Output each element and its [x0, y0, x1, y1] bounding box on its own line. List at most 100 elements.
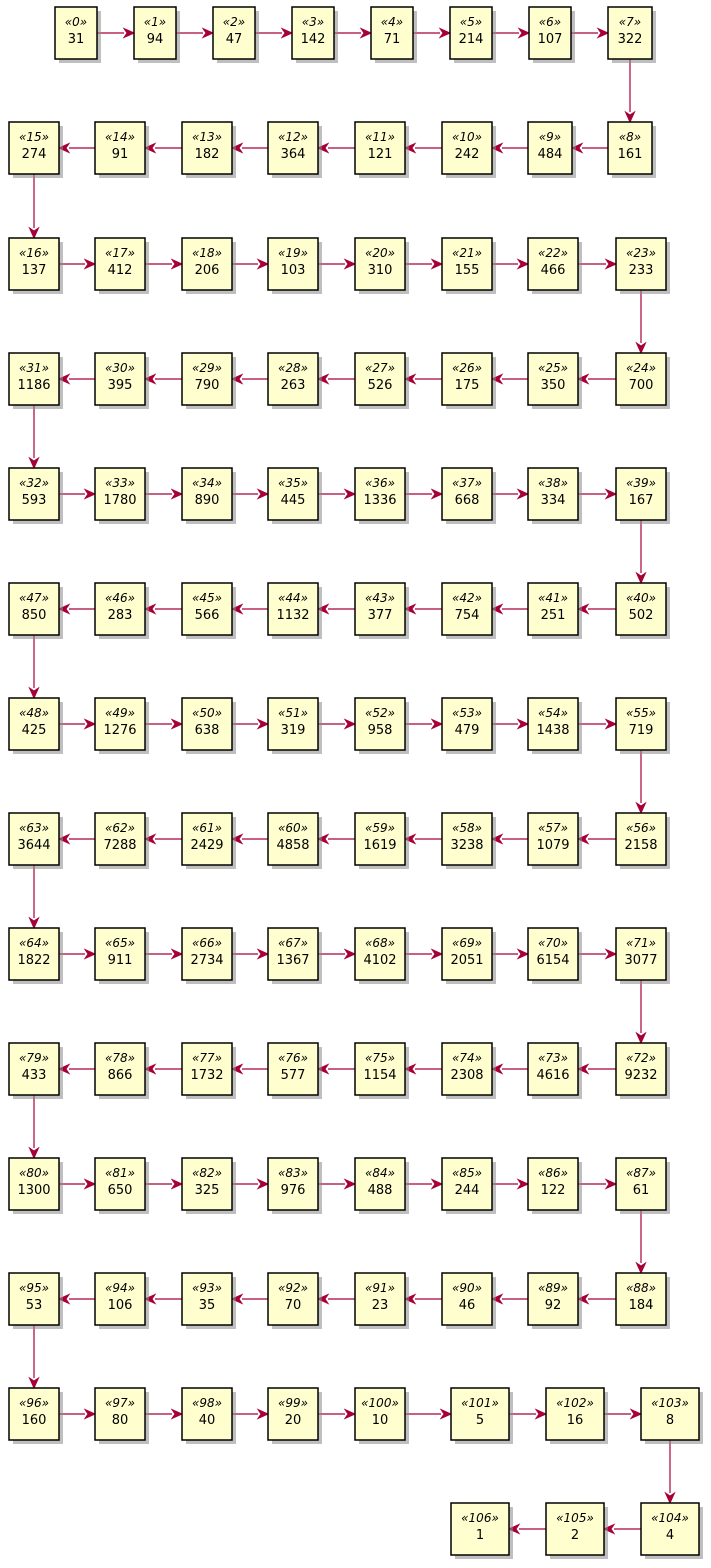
node-box: [640, 1387, 700, 1441]
sequence-node: «63»3644: [8, 812, 63, 869]
node-stereotype: «32»: [19, 476, 49, 490]
node-stereotype: «39»: [626, 476, 656, 490]
node-value: 8: [666, 1413, 674, 1428]
node-box: [181, 697, 233, 751]
flow-arrow: [576, 1063, 616, 1075]
flow-arrow: [635, 750, 647, 815]
node-box: [267, 697, 319, 751]
flow-arrow: [490, 142, 528, 154]
flow-arrow: [28, 174, 40, 240]
node-stereotype: «19»: [278, 246, 308, 260]
node-box: [527, 1272, 579, 1326]
arrow-head: [57, 373, 71, 385]
flow-arrow: [57, 373, 95, 385]
node-stereotype: «62»: [105, 821, 135, 835]
node-value: 20: [285, 1413, 302, 1428]
sequence-node: «95»53: [8, 1272, 63, 1329]
sequence-node: «62»7288: [94, 812, 149, 869]
sequence-node: «59»1619: [354, 812, 409, 869]
arrow-head: [490, 142, 504, 154]
node-stereotype: «56»: [626, 821, 656, 835]
sequence-node: «82»325: [181, 1157, 236, 1214]
node-stereotype: «23»: [626, 246, 656, 260]
node-stereotype: «9»: [539, 130, 561, 144]
node-box: [441, 352, 493, 406]
arrow-head: [28, 226, 40, 240]
flow-arrow: [316, 142, 355, 154]
arrow-head: [438, 27, 452, 39]
flow-arrow: [316, 833, 355, 845]
node-value: 182: [195, 147, 220, 162]
node-box: [94, 1272, 146, 1326]
node-box: [354, 927, 406, 981]
node-stereotype: «41»: [538, 591, 568, 605]
flow-arrow: [318, 258, 357, 270]
node-value: 4: [666, 1528, 674, 1543]
arrow-head: [490, 373, 504, 385]
sequence-node: «8»161: [607, 121, 656, 178]
arrow-head: [170, 1408, 184, 1420]
node-stereotype: «83»: [278, 1166, 308, 1180]
arrow-head: [576, 1063, 590, 1075]
node-value: 2158: [624, 838, 657, 853]
node-value: 1732: [190, 1068, 223, 1083]
arrow-head: [143, 373, 157, 385]
flow-arrow: [230, 1293, 268, 1305]
node-value: 2734: [190, 953, 223, 968]
node-stereotype: «14»: [105, 130, 135, 144]
flow-arrow: [403, 373, 442, 385]
node-stereotype: «27»: [365, 361, 395, 375]
node-stereotype: «73»: [538, 1051, 568, 1065]
arrow-head: [403, 142, 417, 154]
node-box: [94, 1157, 146, 1211]
node-box: [441, 1042, 493, 1096]
flow-arrow: [403, 142, 442, 154]
node-box: [8, 697, 60, 751]
node-box: [615, 1272, 667, 1326]
node-value: 364: [281, 147, 306, 162]
node-stereotype: «7»: [619, 15, 641, 29]
node-value: 790: [195, 378, 220, 393]
sequence-node: «71»3077: [615, 927, 670, 984]
node-stereotype: «91»: [365, 1281, 395, 1295]
node-value: 92: [545, 1298, 562, 1313]
node-value: 412: [108, 263, 133, 278]
node-value: 1619: [363, 838, 396, 853]
node-box: [441, 697, 493, 751]
sequence-node: «17»412: [94, 237, 149, 294]
sequence-node: «53»479: [441, 697, 496, 754]
node-stereotype: «21»: [452, 246, 482, 260]
flow-arrow: [405, 258, 444, 270]
arrow-head: [576, 833, 590, 845]
node-stereotype: «33»: [105, 476, 135, 490]
sequence-node: «48»425: [8, 697, 63, 754]
node-box: [615, 812, 667, 866]
node-stereotype: «65»: [105, 936, 135, 950]
arrow-head: [576, 373, 590, 385]
flow-arrow: [230, 603, 268, 615]
node-box: [94, 352, 146, 406]
node-box: [267, 582, 319, 636]
node-box: [181, 582, 233, 636]
arrow-head: [430, 488, 444, 500]
node-value: 61: [633, 1183, 650, 1198]
flow-arrow: [316, 603, 355, 615]
flow-arrow: [492, 488, 530, 500]
flow-arrow: [492, 1178, 530, 1190]
arrow-head: [316, 1293, 330, 1305]
flow-arrow: [413, 27, 452, 39]
node-box: [181, 1272, 233, 1326]
node-value: 251: [541, 608, 566, 623]
node-stereotype: «72»: [626, 1051, 656, 1065]
flow-arrow: [405, 1408, 453, 1420]
node-value: 137: [22, 263, 47, 278]
node-value: 1186: [17, 378, 50, 393]
arrow-head: [604, 488, 618, 500]
flow-arrow: [232, 948, 270, 960]
arrow-head: [316, 373, 330, 385]
node-box: [267, 1272, 319, 1326]
sequence-node: «100»10: [354, 1387, 409, 1444]
flow-arrow: [490, 1293, 528, 1305]
sequence-node: «52»958: [354, 697, 409, 754]
node-stereotype: «68»: [365, 936, 395, 950]
